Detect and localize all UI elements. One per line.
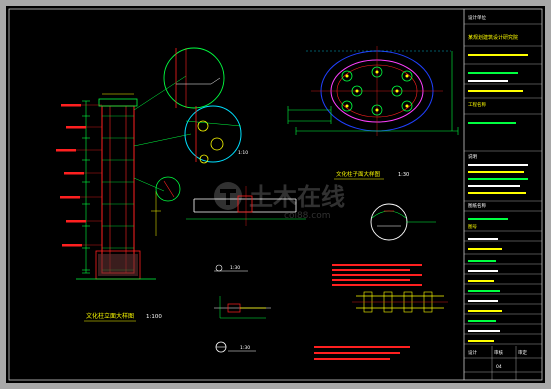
callout-circle-middle <box>184 105 242 163</box>
title-block: 设计单位 某规划建筑设计研究院 说明 工程名称 图纸名称 图号 设计 审核 审定… <box>464 14 542 380</box>
column-elevation: 文化柱立面大样图 1:100 <box>56 75 192 322</box>
callout-scale: 1:10 <box>238 150 248 156</box>
drawing-name-label: 图纸名称 <box>468 202 486 209</box>
column-plan: 文化柱子面大样图 1:30 <box>287 46 459 180</box>
watermark-logo-icon <box>214 182 242 210</box>
callout-circle-small <box>155 176 181 202</box>
detail-callouts: 1:10 <box>155 47 248 202</box>
elevation-scale: 1:100 <box>146 314 162 320</box>
drawing-no-label: 图号 <box>468 224 477 230</box>
bracket-detail <box>352 291 448 313</box>
watermark-en-text: coi88.com <box>284 211 331 221</box>
designer-label: 设计 <box>468 349 477 356</box>
cad-drawing: 土木在线 coi88.com <box>8 8 543 381</box>
pipe-detail <box>370 203 436 241</box>
section1-scale: 1:30 <box>230 265 240 271</box>
approver-label: 审定 <box>518 349 527 356</box>
project-label: 工程名称 <box>468 101 486 108</box>
plan-scale: 1:30 <box>398 172 409 178</box>
plan-title: 文化柱子面大样图 <box>336 170 381 178</box>
section-detail-2: 1:30 <box>215 341 256 353</box>
checker-label: 审核 <box>494 349 503 356</box>
watermark: 土木在线 coi88.com <box>214 182 345 221</box>
section-detail-1: 1:30 <box>214 264 271 319</box>
elevation-title: 文化柱立面大样图 <box>86 312 134 320</box>
notes-label: 说明 <box>468 153 477 160</box>
design-unit-label: 设计单位 <box>468 14 486 21</box>
drawing-sheet: 土木在线 coi88.com <box>6 6 545 383</box>
red-annotations <box>314 264 422 360</box>
sheet-number: 04 <box>496 364 502 370</box>
watermark-cn-text: 土木在线 <box>249 183 345 211</box>
sheet-frame <box>8 8 543 381</box>
column-cap <box>98 98 138 107</box>
company-name: 某规划建筑设计研究院 <box>468 34 518 41</box>
callout-circle-top <box>163 47 225 109</box>
footing-section <box>186 186 306 226</box>
section2-scale: 1:30 <box>240 345 250 351</box>
